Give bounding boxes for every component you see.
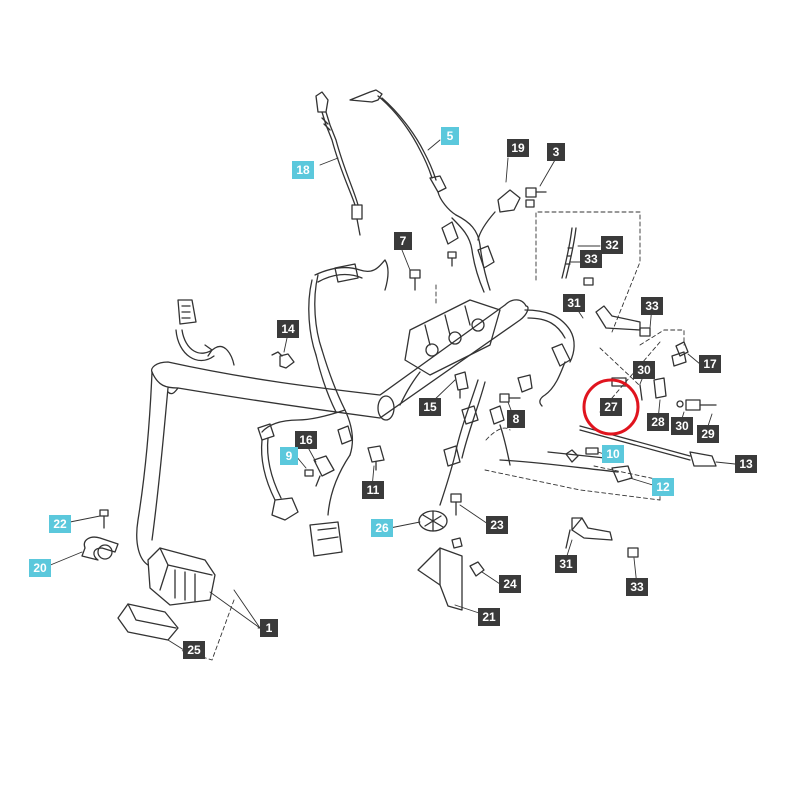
callout-part-24[interactable]: 24 — [499, 575, 521, 593]
callout-part-16[interactable]: 16 — [295, 431, 317, 449]
callout-part-28[interactable]: 28 — [647, 413, 669, 431]
nut-24 — [469, 561, 485, 577]
oxygen-sensor-18 — [315, 91, 363, 236]
callout-part-30[interactable]: 30 — [671, 417, 693, 435]
callout-part-10[interactable]: 10 — [602, 445, 624, 463]
callout-part-33[interactable]: 33 — [580, 250, 602, 268]
bolt-7 — [409, 251, 457, 291]
bolt-23 — [450, 493, 463, 549]
bolt-3 — [525, 187, 547, 208]
callout-part-14[interactable]: 14 — [277, 320, 299, 338]
callout-part-32[interactable]: 32 — [601, 236, 623, 254]
lower-central-harness — [439, 379, 511, 506]
connector-cover — [117, 603, 179, 641]
bolt-22 — [99, 509, 109, 529]
relay-26 — [418, 510, 448, 532]
callout-part-30[interactable]: 30 — [633, 361, 655, 379]
callout-part-15[interactable]: 15 — [419, 398, 441, 416]
callout-part-22[interactable]: 22 — [49, 515, 71, 533]
main-harness-trunk — [136, 299, 529, 566]
callout-part-25[interactable]: 25 — [183, 641, 205, 659]
bracket-31-upper — [561, 227, 651, 337]
callout-part-13[interactable]: 13 — [735, 455, 757, 473]
callout-part-1[interactable]: 1 — [260, 619, 278, 637]
connector-11 — [367, 445, 385, 471]
callout-part-33[interactable]: 33 — [641, 297, 663, 315]
callout-part-33[interactable]: 33 — [626, 578, 648, 596]
callout-part-7[interactable]: 7 — [394, 232, 412, 250]
center-lower-harness — [257, 349, 354, 557]
callout-part-29[interactable]: 29 — [697, 425, 719, 443]
oxygen-sensor-5 — [349, 89, 457, 216]
right-harness — [524, 309, 575, 407]
callout-part-17[interactable]: 17 — [699, 355, 721, 373]
callout-part-11[interactable]: 11 — [362, 481, 384, 499]
callout-part-12[interactable]: 12 — [652, 478, 674, 496]
callout-part-3[interactable]: 3 — [547, 143, 565, 161]
bolt-8 — [499, 393, 521, 403]
ecu-connector — [147, 547, 216, 606]
dashed-group-outlines — [179, 211, 685, 661]
highlight-circle — [582, 378, 640, 436]
callout-part-27[interactable]: 27 — [600, 398, 622, 416]
callout-part-5[interactable]: 5 — [441, 127, 459, 145]
sensor-14 — [271, 351, 295, 369]
bracket-21 — [417, 547, 463, 611]
injector-block — [399, 299, 501, 406]
p-clamp — [81, 536, 119, 561]
callout-part-23[interactable]: 23 — [486, 516, 508, 534]
sensor-16 — [304, 455, 335, 487]
callout-part-26[interactable]: 26 — [371, 519, 393, 537]
callout-part-21[interactable]: 21 — [478, 608, 500, 626]
item-10-and-12 — [499, 447, 633, 483]
callout-part-19[interactable]: 19 — [507, 139, 529, 157]
left-top-harness — [308, 259, 389, 356]
bracket-31-lower — [565, 517, 639, 558]
callout-part-9[interactable]: 9 — [280, 447, 298, 465]
callout-part-8[interactable]: 8 — [507, 410, 525, 428]
upper-center-harness — [441, 189, 521, 293]
left-branch-harness — [175, 299, 235, 366]
callout-part-20[interactable]: 20 — [29, 559, 51, 577]
sensor-15 — [454, 371, 533, 399]
callout-part-31[interactable]: 31 — [563, 294, 585, 312]
callout-part-18[interactable]: 18 — [292, 161, 314, 179]
small-hardware — [611, 341, 717, 411]
callout-part-31[interactable]: 31 — [555, 555, 577, 573]
